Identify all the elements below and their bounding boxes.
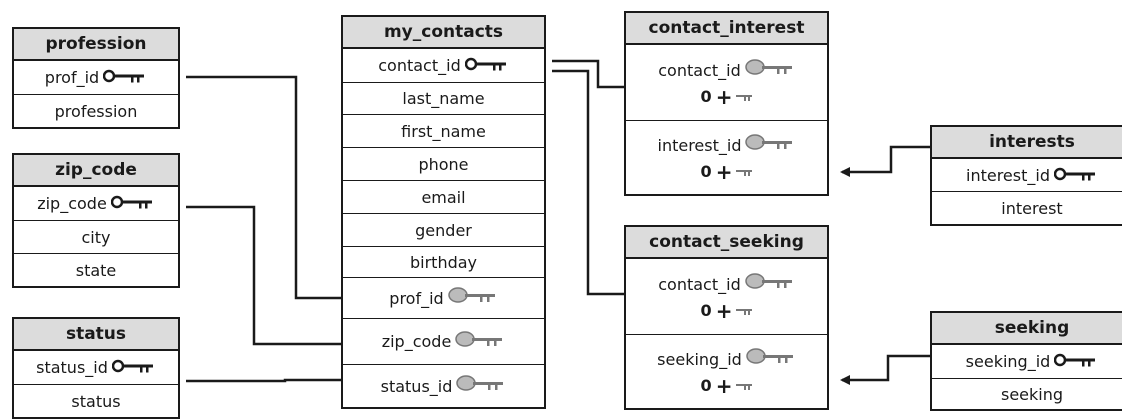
table-title: contact_seeking — [626, 227, 827, 259]
faded-key-icon — [456, 375, 506, 397]
field-row: phone — [343, 148, 544, 181]
status-table: status status_id status — [12, 317, 180, 419]
interests-table: interests interest_id interest — [930, 125, 1122, 226]
plus-icon: + — [715, 298, 733, 323]
key-icon — [110, 194, 155, 213]
field-row: interest_id 0 + — [626, 121, 827, 194]
field-name: contact_id — [658, 60, 741, 80]
field-row: seeking — [932, 379, 1122, 409]
field-name: zip_code — [37, 194, 107, 213]
table-title: my_contacts — [343, 17, 544, 49]
field-name: phone — [418, 154, 469, 174]
field-row: birthday — [343, 247, 544, 278]
field-name: status_id — [36, 358, 108, 377]
plus-icon: + — [715, 84, 733, 109]
field-row: zip_code — [14, 187, 178, 221]
field-name: last_name — [402, 89, 485, 108]
field-name: interest_id — [657, 135, 742, 155]
link-interest-id — [840, 145, 932, 177]
field-name: gender — [415, 220, 472, 240]
field-row: last_name — [343, 83, 544, 115]
seeking-table: seeking seeking_id seeking — [930, 311, 1122, 411]
field-row: state — [14, 254, 178, 286]
field-row: prof_id — [343, 278, 544, 319]
small-key-icon — [736, 162, 753, 181]
table-title: status — [14, 319, 178, 351]
field-row: interest — [932, 192, 1122, 224]
profession-table: profession prof_id profession — [12, 27, 180, 129]
field-name: prof_id — [389, 288, 444, 308]
field-row: status — [14, 385, 178, 417]
faded-key-icon — [744, 59, 795, 81]
multiplicity-label: 0 — [700, 162, 712, 181]
small-key-icon — [736, 87, 753, 106]
link-zip-code — [186, 205, 357, 349]
field-row: email — [343, 181, 544, 214]
contact-interest-table: contact_interest contact_id 0 + interest… — [624, 11, 829, 196]
field-name: interest — [1001, 198, 1063, 218]
plus-icon: + — [715, 373, 733, 398]
field-name: state — [75, 260, 117, 280]
field-name: profession — [54, 101, 138, 121]
field-name: seeking_id — [657, 349, 742, 369]
faded-key-icon — [447, 287, 498, 309]
faded-key-icon — [455, 330, 505, 353]
small-key-icon — [736, 301, 753, 320]
key-icon — [1054, 352, 1098, 371]
key-icon — [464, 56, 509, 75]
field-name: interest_id — [966, 165, 1050, 185]
field-name: zip_code — [381, 332, 452, 351]
faded-key-icon — [744, 273, 795, 295]
table-title: seeking — [932, 313, 1122, 345]
small-key-icon — [736, 376, 753, 395]
field-row: contact_id 0 + — [626, 45, 827, 121]
table-title: zip_code — [14, 155, 178, 187]
field-row: seeking_id — [932, 345, 1122, 379]
field-name: email — [421, 187, 466, 207]
multiplicity-label: 0 — [700, 376, 712, 395]
contact-seeking-table: contact_seeking contact_id 0 + seeking_i… — [624, 225, 829, 410]
field-row: seeking_id 0 + — [626, 335, 827, 408]
field-name: seeking — [1000, 384, 1064, 404]
field-row: status_id — [14, 351, 178, 385]
field-row: gender — [343, 214, 544, 247]
field-name: prof_id — [44, 68, 100, 87]
field-name: first_name — [401, 121, 486, 141]
field-row: profession — [14, 95, 178, 127]
key-icon — [103, 68, 147, 87]
field-name: birthday — [409, 252, 478, 272]
key-icon — [1053, 166, 1098, 185]
multiplicity-label: 0 — [700, 87, 712, 106]
table-title: profession — [14, 29, 178, 61]
link-status-id — [186, 375, 357, 385]
plus-icon: + — [715, 159, 733, 184]
link-prof-id — [186, 75, 357, 303]
table-title: contact_interest — [626, 13, 827, 45]
faded-key-icon — [745, 134, 795, 156]
field-row: status_id — [343, 365, 544, 407]
zip-code-table: zip_code zip_code city state — [12, 153, 180, 288]
field-row: contact_id 0 + — [626, 259, 827, 335]
field-row: first_name — [343, 115, 544, 148]
field-row: interest_id — [932, 159, 1122, 192]
my-contacts-table: my_contacts contact_id last_name first_n… — [341, 15, 546, 409]
field-name: status_id — [380, 376, 453, 396]
field-row: contact_id — [343, 49, 544, 83]
multiplicity-label: 0 — [700, 301, 712, 320]
faded-key-icon — [746, 348, 796, 370]
field-name: contact_id — [378, 56, 461, 75]
field-row: city — [14, 221, 178, 254]
field-name: status — [71, 391, 121, 411]
table-title: interests — [932, 127, 1122, 159]
field-name: city — [81, 227, 111, 247]
field-name: seeking_id — [965, 352, 1051, 371]
link-seeking-id — [840, 354, 932, 385]
field-name: contact_id — [658, 274, 741, 294]
field-row: zip_code — [343, 319, 544, 365]
link-contact-interest — [552, 59, 638, 92]
field-row: prof_id — [14, 61, 178, 95]
key-icon — [111, 358, 156, 377]
link-contact-seeking — [552, 69, 638, 299]
